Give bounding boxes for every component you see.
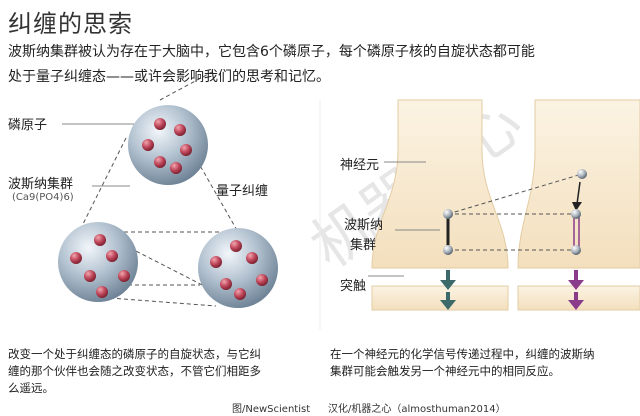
posner-pair-right — [571, 169, 587, 255]
label-posner-1: 波斯纳 — [344, 218, 384, 233]
label-neuron: 神经元 — [340, 158, 380, 173]
phosphorus-atom — [84, 270, 96, 282]
intro-line-1: 波斯纳集群被认为存在于大脑中，它包含6个磷原子，每个磷原子核的自旋状态都可能 — [8, 44, 535, 60]
phosphorus-atom — [174, 124, 186, 136]
page-title: 纠缠的思索 — [8, 10, 133, 38]
phosphorus-atom — [106, 250, 118, 262]
phosphorus-atom — [154, 156, 166, 168]
label-formula: (Ca9(PO4)6) — [12, 192, 74, 203]
posner-sphere-top — [128, 105, 208, 185]
credit-image: 图/NewScientist — [232, 404, 311, 415]
caption-right: 在一个神经元的化学信号传递过程中，纠缠的波斯纳 集群可能会触发另一个神经元中的相… — [330, 346, 636, 380]
label-synapse: 突触 — [340, 279, 367, 294]
neuron-left — [371, 99, 509, 311]
signal-arrows-left — [440, 270, 456, 310]
caption-left: 改变一个处于纠缠态的磷原子的自旋状态，与它纠 缠的那个伙伴也会随之改变状态，不管… — [8, 346, 318, 397]
phosphorus-atom — [170, 162, 182, 174]
caption-left-line-1: 改变一个处于纠缠态的磷原子的自旋状态，与它纠 — [8, 347, 261, 361]
phosphorus-atom — [180, 144, 192, 156]
caption-right-line-2: 集群可能会触发另一个神经元中的相同反应。 — [330, 364, 560, 378]
phosphorus-atom — [70, 252, 82, 264]
phosphorus-atom — [234, 288, 246, 300]
phosphorus-atom — [118, 270, 130, 282]
label-phosphorus: 磷原子 — [8, 118, 48, 133]
label-posner-cluster: 波斯纳集群 — [8, 177, 74, 192]
phosphorus-atom — [96, 286, 108, 298]
intro-text: 波斯纳集群被认为存在于大脑中，它包含6个磷原子，每个磷原子核的自旋状态都可能 处… — [8, 40, 632, 90]
phosphorus-atom — [210, 256, 222, 268]
intro-line-2: 处于量子纠缠态——或许会影响我们的思考和记忆。 — [8, 69, 330, 85]
phosphorus-atom — [246, 252, 258, 264]
right-leader-lines — [368, 161, 440, 277]
posner-sphere-left — [58, 222, 138, 302]
phosphorus-atom — [230, 240, 242, 252]
caption-right-line-1: 在一个神经元的化学信号传递过程中，纠缠的波斯纳 — [330, 347, 595, 361]
phosphorus-atom — [142, 139, 154, 151]
neuron-entanglement-links — [447, 173, 583, 251]
phosphorus-atom — [154, 118, 166, 130]
caption-left-line-3: 么遥远。 — [8, 381, 54, 395]
posner-pair-left — [443, 209, 453, 255]
phosphorus-atom — [220, 278, 232, 290]
label-posner-2: 集群 — [350, 238, 377, 253]
label-entanglement: 量子纠缠 — [216, 184, 269, 199]
signal-arrows-right — [568, 270, 584, 310]
credit-translation: 汉化/机器之心（almosthuman2014） — [328, 404, 506, 415]
phosphorus-atom — [94, 234, 106, 246]
phosphorus-atom — [256, 274, 268, 286]
caption-left-line-2: 缠的那个伙伴也会随之改变状态，不管它们相距多 — [8, 364, 261, 378]
posner-sphere-right — [198, 228, 278, 308]
